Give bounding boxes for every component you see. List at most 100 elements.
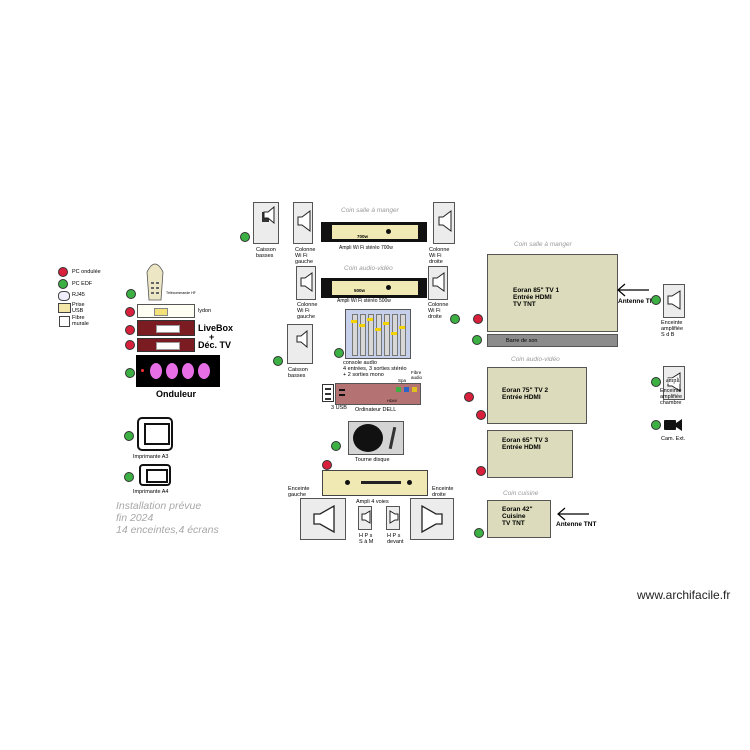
- legend-red-outlet-icon: [58, 267, 68, 277]
- column-label: Colonne Wi Fi droite: [429, 247, 450, 265]
- column-label: Colonne Wi Fi gauche: [297, 302, 318, 320]
- legend-green-outlet-icon: [58, 279, 68, 289]
- soundbar-label: Barre de son: [506, 338, 538, 344]
- speaker-cone-icon: [361, 510, 371, 524]
- speaker-label: Enceinte droite: [432, 486, 454, 498]
- camera-icon: [664, 419, 682, 431]
- amp-face-label: 700w: [357, 234, 369, 239]
- tv-1-screen: [487, 254, 618, 332]
- outlet-red-icon: [322, 460, 332, 470]
- zone-label: Coin audio-vidéo: [344, 265, 393, 272]
- outlet-green-icon: [334, 348, 344, 358]
- computer-dell: HDMI: [335, 383, 421, 405]
- audio-mixer: [345, 309, 411, 359]
- spa-label: Spa: [398, 378, 407, 383]
- printer-a3-icon: [137, 417, 173, 451]
- amp-4-label: Ampli 4 voies: [356, 499, 389, 505]
- subwoofer-label: Caisson basses: [288, 367, 308, 379]
- outlet-green-icon: [125, 368, 135, 378]
- printer-a4-label: Imprimante A4: [133, 489, 169, 495]
- speaker-cone-icon: [313, 505, 335, 533]
- speaker-label: Enceinte amplifiée chambre: [660, 388, 683, 406]
- subwoofer-label: Caisson basses: [256, 247, 276, 259]
- outlet-green-icon: [474, 528, 484, 538]
- amp-label: Ampli Wi Fi stéréo 700w: [339, 245, 393, 251]
- rj45-icon: [58, 291, 70, 301]
- outlet-green-icon: [124, 472, 134, 482]
- outlet-green-icon: [450, 314, 460, 324]
- speaker-cone-icon: [421, 505, 443, 533]
- hdmi-port-label: HDMI: [387, 399, 397, 403]
- tv-3-label: Eoran 65" TV 3 Entrée HDMI: [502, 437, 549, 451]
- livebox-device: [137, 320, 195, 336]
- computer-label: Ordinateur DELL: [355, 407, 397, 413]
- soundbar: [487, 334, 618, 347]
- arrow-left-icon: [617, 283, 649, 297]
- legend-label: Prise USB: [72, 302, 85, 314]
- decoder-tv-device: [137, 338, 195, 352]
- outlet-green-icon: [126, 289, 136, 299]
- outlet-green-icon: [273, 356, 283, 366]
- speaker-cone-icon: [296, 330, 308, 348]
- hp-label: H P s devant: [387, 533, 404, 545]
- printer-a4-icon: [139, 464, 171, 486]
- outlet-green-icon: [472, 335, 482, 345]
- lydon-label: lydon: [198, 308, 212, 314]
- watermark: www.archifacile.fr: [637, 588, 731, 602]
- outlet-red-icon: [476, 410, 486, 420]
- arrow-left-icon: [557, 507, 589, 521]
- tv-4-screen: [487, 500, 551, 538]
- zone-label: Coin salle à manger: [341, 207, 399, 214]
- ups-label: Onduleur: [156, 389, 196, 399]
- outlet-green-icon: [124, 431, 134, 441]
- usb-hub-icon: [322, 384, 334, 402]
- amp-700w: 700w: [321, 222, 427, 242]
- mixer-label: console audio 4 entrées, 3 sorties stéré…: [343, 360, 407, 378]
- outlet-green-icon: [651, 295, 661, 305]
- decoder-label: Déc. TV: [198, 340, 232, 350]
- amp-4-channel: [322, 470, 428, 496]
- outlet-red-icon: [125, 325, 135, 335]
- fibre-audio-label: Fibre audio: [411, 370, 423, 380]
- zone-label: Coin audio-vidéo: [511, 356, 560, 363]
- camera-label: Cam. Ext.: [661, 436, 686, 442]
- lydon-device: [137, 304, 195, 318]
- legend-label: RJ45: [72, 292, 85, 298]
- zone-label: Coin cuisine: [503, 490, 539, 497]
- speaker-label: Enceinte gauche: [288, 486, 310, 498]
- speaker-cone-icon: [389, 510, 399, 524]
- outlet-green-icon: [331, 441, 341, 451]
- usb-icon: [58, 303, 71, 313]
- column-label: Colonne Wi Fi gauche: [295, 247, 316, 265]
- fibre-icon: [59, 316, 70, 327]
- ups-device: [136, 355, 220, 387]
- subwoofer-box: [287, 324, 313, 364]
- tv-2-screen: [487, 367, 587, 424]
- speaker-cone-icon: [438, 210, 452, 232]
- speaker-label: Enceinte amplifiée S d B: [661, 320, 684, 338]
- amp-500w: 500w: [321, 278, 427, 298]
- tv-4-label: Eoran 42" Cuisine TV TNT: [502, 506, 533, 527]
- legend-label: Fibre murale: [72, 315, 89, 327]
- turntable: [348, 421, 404, 455]
- outlet-red-icon: [464, 392, 474, 402]
- antenna-label: Antenne TNT: [556, 521, 597, 528]
- usb-label: 3 USB: [331, 405, 347, 411]
- speaker-cone-icon: [432, 272, 445, 292]
- turntable-label: Tourne disque: [355, 457, 390, 463]
- printer-a3-label: Imprimante A3: [133, 454, 169, 460]
- legend-label: PC EDF: [72, 281, 93, 287]
- tv-2-label: Eoran 75" TV 2 Entrée HDMI: [502, 387, 549, 401]
- tv-3-screen: [487, 430, 573, 478]
- outlet-red-icon: [476, 466, 486, 476]
- hp-label: H P s S à M: [359, 533, 374, 545]
- ampli-icon-label: ampli: [666, 378, 680, 384]
- amp-face-label: 500w: [354, 288, 366, 293]
- column-label: Colonne Wi Fi droite: [428, 302, 449, 320]
- zone-label: Coin salle à manger: [514, 241, 572, 248]
- outlet-green-icon: [651, 420, 661, 430]
- plus-label: +: [209, 332, 215, 342]
- outlet-red-icon: [125, 340, 135, 350]
- speaker-cone-icon: [300, 272, 313, 292]
- outlet-green-icon: [240, 232, 250, 242]
